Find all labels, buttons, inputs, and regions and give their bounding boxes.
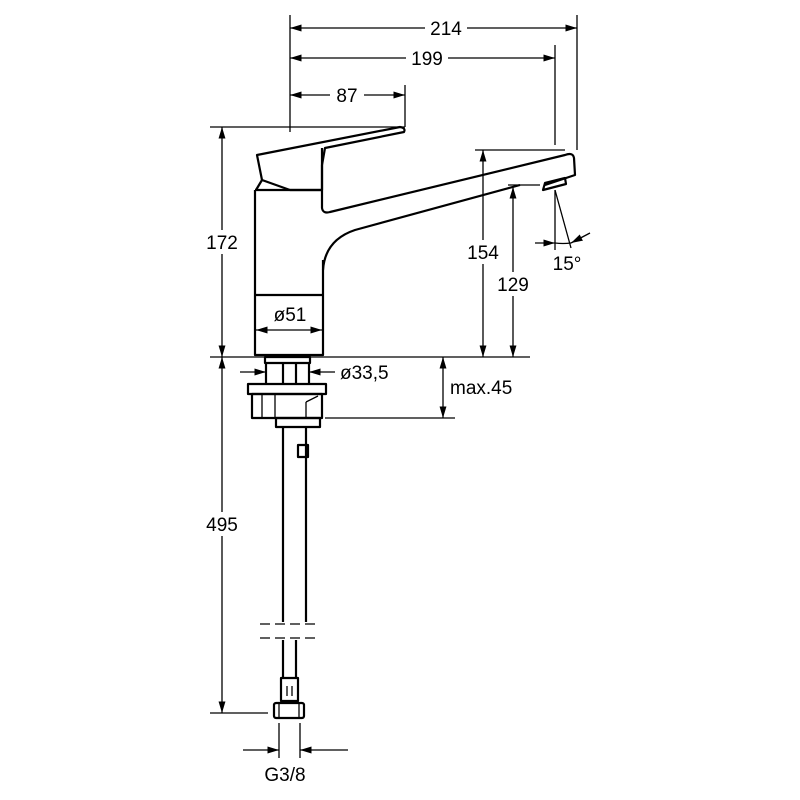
- dimension-495: 495: [200, 357, 246, 713]
- dimension-label: max.45: [450, 378, 512, 399]
- dimension-label: ø51: [274, 305, 307, 326]
- dimension-label: 199: [411, 49, 443, 70]
- dimension-87: 87: [290, 83, 405, 107]
- spout: [320, 148, 577, 214]
- aerator: [541, 176, 568, 192]
- dimension-label: 154: [467, 243, 499, 264]
- mounting-assembly: [246, 355, 328, 720]
- dimension-label: 172: [206, 233, 238, 254]
- dimension-154: 154: [462, 150, 504, 357]
- dimension-label: 129: [497, 275, 529, 296]
- dimension-129: 129: [492, 187, 534, 357]
- dimension-label: G3/8: [264, 765, 305, 786]
- dimension-label: 87: [336, 86, 357, 107]
- dimension-214: 214: [290, 16, 577, 40]
- dimension-label: 214: [430, 19, 462, 40]
- dimension-d51: ø51: [256, 305, 322, 334]
- extension-lines: [210, 15, 578, 758]
- dimension-label: 15°: [553, 254, 582, 275]
- dimension-d33-5: ø33,5: [240, 363, 389, 384]
- dimension-max45: max.45: [439, 357, 512, 418]
- dimension-172: 172: [200, 126, 246, 357]
- lever-handle: [255, 125, 406, 192]
- dimension-label: ø33,5: [340, 363, 389, 384]
- dimension-label: 495: [206, 515, 238, 536]
- dimension-g3-8: G3/8: [243, 746, 348, 786]
- dimension-15-degree: 15°: [535, 189, 591, 275]
- faucet-outline: [253, 125, 577, 357]
- dimension-199: 199: [290, 46, 555, 70]
- faucet-body: [253, 190, 325, 357]
